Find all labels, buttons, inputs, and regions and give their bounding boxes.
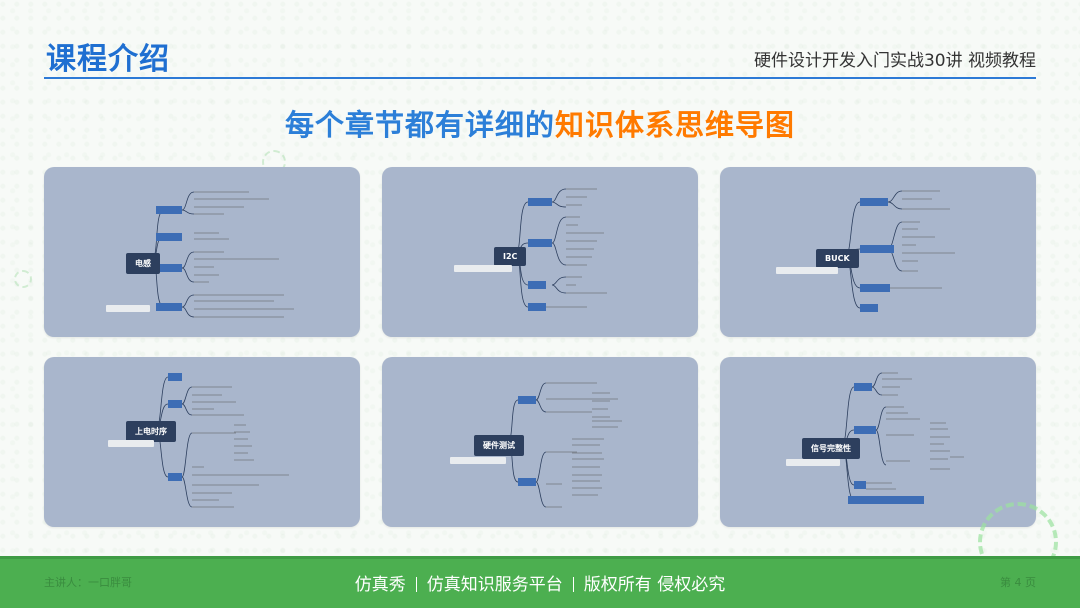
mindmap-card-power-sequence[interactable]: 上电时序 [44,357,360,527]
headline-part2: 知识体系思维导图 [555,108,796,142]
headline: 每个章节都有详细的知识体系思维导图 [0,102,1080,144]
footer-top-line [0,556,1080,559]
mindmap-center-node: 信号完整性 [802,438,860,459]
footer-presenter: 主讲人：一口胖哥 [44,576,132,589]
footer-brand-line: 仿真秀仿真知识服务平台版权所有 侵权必究 [0,570,1080,595]
mindmap-card-inductor[interactable]: 电感 [44,167,360,337]
mindmap-graphic [151,191,294,318]
mindmap-center-node: 硬件测试 [474,435,524,456]
mindmap-center-node: 电感 [126,253,160,274]
mindmap-graphic [845,190,955,312]
mindmap-graphic [515,188,607,311]
footer-separator [572,577,574,592]
mindmap-date-note [106,305,150,312]
mindmap-graphic [155,373,289,508]
footer-page-number: 第 4 页 [1000,576,1036,589]
mindmap-date-note [776,267,838,274]
footer-bar: 主讲人：一口胖哥 仿真秀仿真知识服务平台版权所有 侵权必究 第 4 页 [0,556,1080,608]
footer-rights: 版权所有 侵权必究 [583,575,726,595]
decorative-ring [14,270,32,288]
mindmap-date-note [454,265,512,272]
mindmap-card-buck[interactable]: BUCK [720,167,1036,337]
mindmap-date-note [786,459,840,466]
footer-separator [415,577,417,592]
mindmap-card-hardware-test[interactable]: 硬件测试 [382,357,698,527]
mindmap-center-node: I2C [494,247,527,266]
mindmap-card-signal-integrity[interactable]: 信号完整性 [720,357,1036,527]
footer-platform: 仿真知识服务平台 [426,575,563,595]
mindmap-graphic [841,372,964,504]
mindmap-center-node: BUCK [816,249,859,268]
header-divider [44,77,1036,79]
footer-brand: 仿真秀 [354,575,406,595]
mindmap-center-node: 上电时序 [126,421,176,442]
page-title: 课程介绍 [46,42,170,77]
mindmap-date-note [108,440,154,447]
headline-part1: 每个章节都有详细的 [284,108,555,142]
mindmap-card-i2c[interactable]: I2C [382,167,698,337]
course-subtitle: 硬件设计开发入门实战30讲 视频教程 [753,51,1036,71]
mindmap-graphic [507,382,622,508]
mindmap-date-note [450,457,506,464]
